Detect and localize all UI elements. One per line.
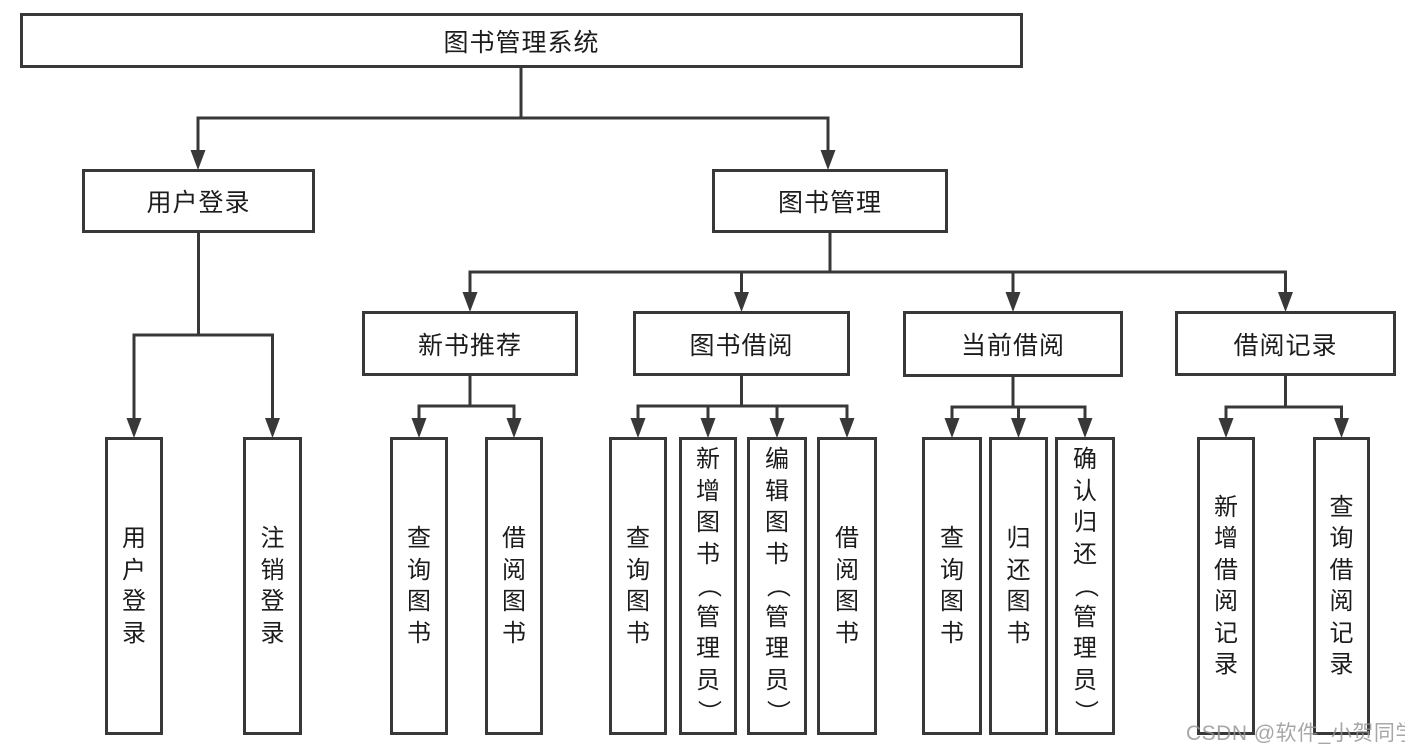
node-root-label: 图书管理系统 xyxy=(443,28,600,57)
leaf-query-books-recommend-label: 查询图书 xyxy=(407,525,431,647)
node-current-borrowing: 当前借阅 xyxy=(903,311,1123,377)
leaf-return-books: 归还图书 xyxy=(989,437,1048,735)
leaf-borrow-books: 借阅图书 xyxy=(817,437,877,735)
node-book-borrowing: 图书借阅 xyxy=(633,311,850,376)
leaf-confirm-return-admin-label: 确认归还（管理员） xyxy=(1071,446,1099,724)
node-user-login-label: 用户登录 xyxy=(146,189,251,217)
leaf-borrow-books-label: 借阅图书 xyxy=(835,525,859,647)
leaf-edit-books-admin-label: 编辑图书（管理员） xyxy=(763,446,791,724)
node-borrowing-records-label: 借阅记录 xyxy=(1233,331,1338,360)
leaf-add-books-admin: 新增图书（管理员） xyxy=(679,437,737,735)
leaf-borrow-books-recommend-label: 借阅图书 xyxy=(502,525,526,647)
node-book-management: 图书管理 xyxy=(712,169,948,233)
csdn-watermark: CSDN @软件_小贺同学 xyxy=(1186,722,1405,745)
node-book-borrowing-label: 图书借阅 xyxy=(689,331,794,360)
leaf-add-books-admin-label: 新增图书（管理员） xyxy=(694,446,722,724)
leaf-borrow-books-recommend: 借阅图书 xyxy=(485,437,543,735)
leaf-user-login: 用户登录 xyxy=(105,437,163,735)
node-current-borrowing-label: 当前借阅 xyxy=(960,332,1065,360)
leaf-logout-label: 注销登录 xyxy=(260,525,285,647)
node-book-management-label: 图书管理 xyxy=(777,189,882,217)
leaf-query-borrow-record-label: 查询借阅记录 xyxy=(1329,493,1354,679)
leaf-query-books-recommend: 查询图书 xyxy=(390,437,448,735)
node-new-book-recommend-label: 新书推荐 xyxy=(417,331,522,360)
leaf-query-borrow-record: 查询借阅记录 xyxy=(1313,437,1370,735)
node-root: 图书管理系统 xyxy=(20,13,1023,68)
leaf-logout: 注销登录 xyxy=(243,437,302,735)
leaf-query-books-borrowing-label: 查询图书 xyxy=(626,525,650,647)
node-borrowing-records: 借阅记录 xyxy=(1175,311,1396,376)
leaf-edit-books-admin: 编辑图书（管理员） xyxy=(747,437,807,735)
node-user-login: 用户登录 xyxy=(82,169,315,233)
node-new-book-recommend: 新书推荐 xyxy=(362,311,578,376)
leaf-query-books-current: 查询图书 xyxy=(922,437,982,735)
leaf-query-books-borrowing: 查询图书 xyxy=(609,437,667,735)
leaf-add-borrow-record: 新增借阅记录 xyxy=(1197,437,1255,735)
leaf-return-books-label: 归还图书 xyxy=(1006,525,1031,647)
leaf-user-login-label: 用户登录 xyxy=(122,525,146,647)
leaf-confirm-return-admin: 确认归还（管理员） xyxy=(1055,437,1115,735)
leaf-add-borrow-record-label: 新增借阅记录 xyxy=(1214,493,1238,679)
leaf-query-books-current-label: 查询图书 xyxy=(940,525,964,647)
